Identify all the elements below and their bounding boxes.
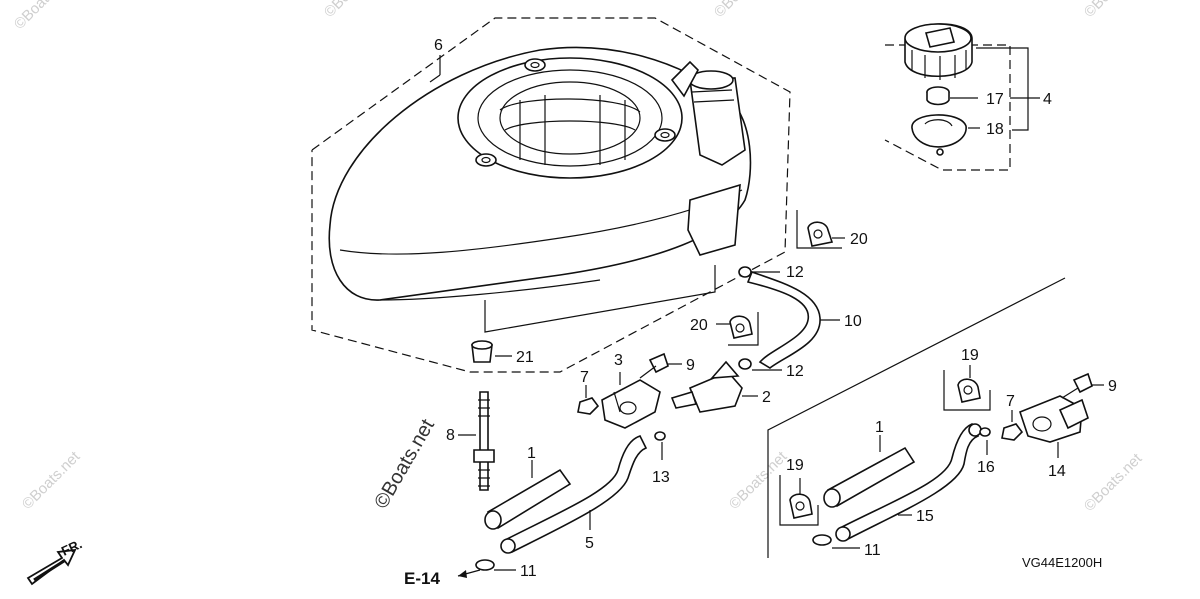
callout-10: 10 <box>844 313 862 330</box>
clip-right-lower <box>779 475 819 526</box>
shroud-cover <box>328 46 752 333</box>
watermark-top-left: ©Boats.net <box>11 0 76 33</box>
callout-7-right: 7 <box>1006 393 1015 410</box>
tube-left <box>484 460 572 530</box>
callout-2: 2 <box>762 389 771 406</box>
callout-13: 13 <box>652 469 670 486</box>
stud-bolt <box>458 391 495 491</box>
callout-15: 15 <box>916 508 934 525</box>
callout-19-upper: 19 <box>961 347 979 364</box>
callout-20-upper: 20 <box>850 231 868 248</box>
shroud-assembly-frame <box>311 17 791 373</box>
callout-14: 14 <box>1048 463 1066 480</box>
callout-18: 18 <box>986 121 1004 138</box>
callout-11-right: 11 <box>864 542 881 559</box>
front-arrow-icon <box>26 548 77 586</box>
fuel-valve-right <box>1001 372 1104 458</box>
callout-labels: 6 17 4 18 20 12 10 20 21 3 9 12 7 2 8 1 … <box>434 37 1117 580</box>
callout-7-left: 7 <box>580 369 589 386</box>
fuel-valve-group <box>577 352 758 460</box>
front-label: FR. <box>59 536 84 558</box>
clip-lower <box>716 312 759 346</box>
callout-19-lower: 19 <box>786 457 804 474</box>
callout-12-lower: 12 <box>786 363 804 380</box>
grommet <box>471 340 512 363</box>
clip-16 <box>979 427 991 455</box>
callout-3: 3 <box>614 352 623 369</box>
clip-right-upper <box>943 365 991 411</box>
fuel-tube-left <box>500 435 648 554</box>
watermark-left: ©Boats.net <box>19 448 84 513</box>
callout-9-right: 9 <box>1108 378 1117 395</box>
watermark-top-center: ©Boats.net <box>321 0 386 21</box>
fuel-cap-group <box>884 23 1040 171</box>
alternate-parts-frame <box>767 277 1066 558</box>
callout-16: 16 <box>977 459 995 476</box>
callout-9-left: 9 <box>686 357 695 374</box>
diagram-code: VG44E1200H <box>1022 555 1102 570</box>
callout-4: 4 <box>1043 91 1052 108</box>
clip-right <box>812 534 860 549</box>
reference-label: E-14 <box>404 569 440 588</box>
watermark-top-right: ©Boats.net <box>711 0 776 21</box>
clip-upper <box>796 210 845 249</box>
callout-17: 17 <box>986 91 1004 108</box>
tube-right <box>823 435 916 508</box>
watermark-top-far-right: ©Boats.net <box>1081 0 1146 21</box>
fuel-tube-right <box>835 422 982 542</box>
callout-5: 5 <box>585 535 594 552</box>
callout-8: 8 <box>446 427 455 444</box>
fuel-tube-upper <box>738 266 840 371</box>
watermark-main: ©Boats.net <box>370 415 439 512</box>
watermark-right: ©Boats.net <box>1081 450 1146 515</box>
callout-11-left: 11 <box>520 563 537 580</box>
callout-21: 21 <box>516 349 534 366</box>
callout-1-right: 1 <box>875 419 884 436</box>
watermark-center: ©Boats.net <box>726 448 791 513</box>
callout-20-lower: 20 <box>690 317 708 334</box>
reference-arrow <box>457 569 481 578</box>
callout-6: 6 <box>434 37 443 54</box>
clip-left <box>475 559 516 571</box>
callout-1-left: 1 <box>527 445 536 462</box>
callout-12-upper: 12 <box>786 264 804 281</box>
